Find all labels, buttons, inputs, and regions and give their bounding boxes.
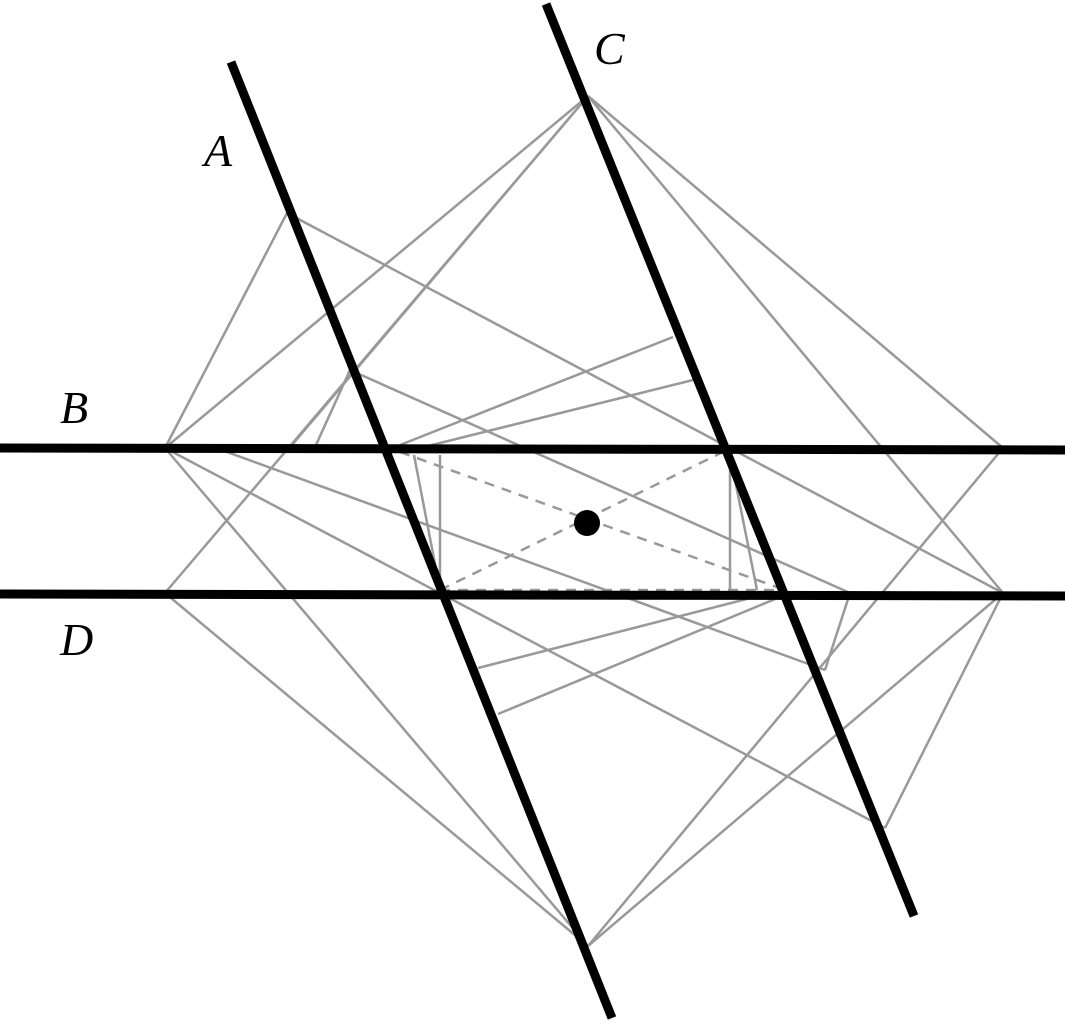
label-b: B [60, 382, 88, 433]
label-a: A [201, 125, 233, 176]
construction-line [399, 335, 674, 447]
construction-line [883, 592, 1005, 829]
construction-line [164, 447, 589, 947]
line-d [0, 589, 1065, 601]
construction-line [587, 447, 1004, 947]
construction-line [286, 211, 1004, 595]
line-c [541, 2, 919, 918]
construction-line [477, 591, 771, 670]
construction-line [215, 446, 826, 672]
construction-line [823, 592, 852, 671]
construction-line [587, 592, 1004, 947]
construction-line [291, 95, 589, 446]
line-a [226, 60, 617, 1020]
construction-line [587, 95, 1004, 449]
construction-line [314, 369, 352, 446]
line-b [0, 443, 1065, 455]
label-c: C [594, 23, 626, 74]
construction-line [164, 95, 589, 449]
construction-line [164, 446, 886, 830]
construction-line [163, 212, 289, 449]
label-d: D [59, 614, 93, 665]
construction-line [419, 378, 694, 450]
center-point [574, 510, 600, 536]
construction-line [587, 95, 1004, 594]
construction-line [164, 592, 589, 947]
construction-line [497, 595, 781, 716]
